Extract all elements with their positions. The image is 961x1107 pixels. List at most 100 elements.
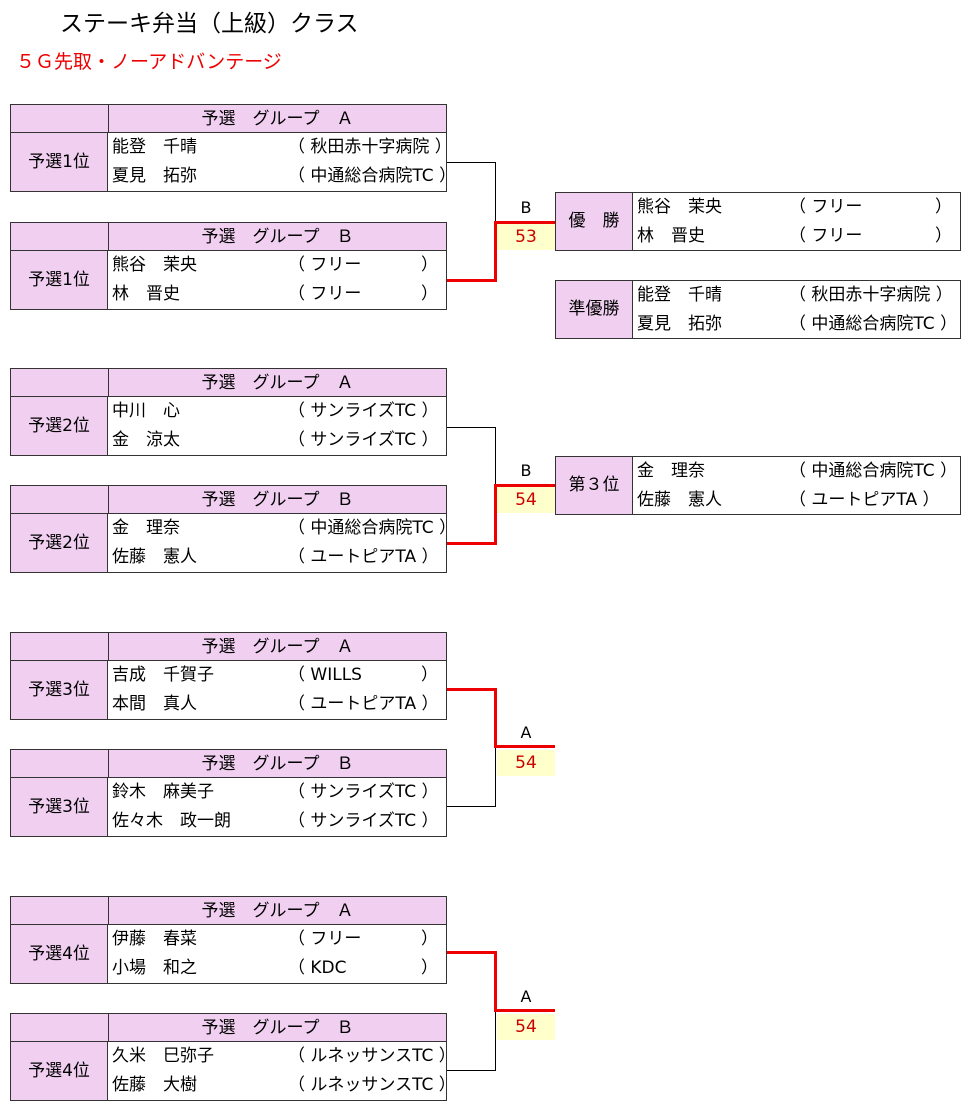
player-row: 夏見 拓弥 （ 中通総合病院TC ）: [633, 310, 960, 339]
player-affiliation: （ 中通総合病院TC ）: [789, 314, 958, 334]
player-affiliation: （ 秋田赤十字病院 ）: [789, 285, 953, 305]
result-runner-up: 準優勝 能登 千晴 （ 秋田赤十字病院 ） 夏見 拓弥 （ 中通総合病院TC ）: [555, 280, 961, 339]
group-header-label: 予選 グループ Ｂ: [108, 486, 446, 514]
bracket-line: [495, 162, 496, 224]
player-pair: 鈴木 麻美子 （ サンライズTC ） 佐々木 政一朗 （ サンライズTC ）: [107, 777, 447, 837]
rank-label: 予選4位: [10, 924, 108, 984]
rank-label: 予選2位: [10, 396, 108, 456]
winner-line: [447, 542, 497, 545]
player-row: 金 涼太（ サンライズTC ）: [108, 426, 446, 455]
player-pair: 金 理奈（ 中通総合病院TC ） 佐藤 憲人（ ユートピアTA ）: [107, 513, 456, 573]
player-row: 金 理奈 （ 中通総合病院TC ）: [633, 457, 960, 486]
affiliation-close: ）: [935, 226, 952, 246]
player-name: 本間 真人: [112, 694, 197, 714]
player-pair: 熊谷 茉央（ フリー） 林 晋史（ フリー）: [107, 250, 447, 310]
group-table-2-b: 予選 グループ Ｂ 予選2位 金 理奈（ 中通総合病院TC ） 佐藤 憲人（ ユ…: [10, 485, 456, 573]
player-affiliation: （ フリー: [288, 929, 362, 949]
player-name: 夏見 拓弥: [637, 314, 722, 334]
player-name: 佐藤 大樹: [112, 1075, 197, 1095]
result-label: 準優勝: [555, 280, 633, 339]
player-row: 林 晋史（ フリー）: [633, 222, 960, 251]
winner-line: [494, 485, 497, 545]
player-name: 佐々木 政一朗: [112, 811, 231, 831]
match-number: 54: [497, 1014, 555, 1040]
player-affiliation: （ ユートピアTA ）: [789, 490, 940, 510]
winner-line: [447, 279, 497, 282]
group-header-label: 予選 グループ Ａ: [108, 105, 446, 133]
player-row: 熊谷 茉央 （ フリー ）: [633, 193, 960, 222]
bracket-line: [495, 1012, 496, 1071]
player-row: 能登 千晴 （ 秋田赤十字病院 ）: [633, 281, 960, 310]
player-affiliation: （ ユートピアTA ）: [288, 694, 439, 714]
match-court-label: B: [520, 198, 532, 217]
player-affiliation: （ 秋田赤十字病院 ）: [288, 137, 452, 157]
player-affiliation: （ サンライズTC ）: [288, 782, 439, 802]
rank-label: 予選3位: [10, 777, 108, 837]
player-row: 熊谷 茉央（ フリー）: [108, 251, 446, 280]
player-row: 佐藤 大樹 （ ルネッサンスTC ）: [108, 1071, 456, 1100]
player-affiliation: （ サンライズTC ）: [288, 811, 439, 831]
player-affiliation: （ KDC: [288, 958, 347, 978]
affiliation-close: ）: [421, 665, 438, 685]
group-header-label: 予選 グループ Ａ: [108, 369, 446, 397]
result-third-place: 第３位 金 理奈 （ 中通総合病院TC ） 佐藤 憲人 （ ユートピアTA ）: [555, 456, 961, 515]
player-affiliation: （ フリー: [288, 255, 362, 275]
player-pair: 能登 千晴（ 秋田赤十字病院 ） 夏見 拓弥（ 中通総合病院TC ）: [107, 132, 456, 192]
player-name: 能登 千晴: [637, 285, 722, 305]
player-row: 中川 心（ サンライズTC ）: [108, 397, 446, 426]
player-affiliation: （ ユートピアTA ）: [288, 547, 439, 567]
player-name: 林 晋史: [637, 226, 705, 246]
group-header: 予選 グループ Ａ: [10, 896, 447, 925]
group-table-1-b: 予選 グループ Ｂ 予選1位 熊谷 茉央（ フリー） 林 晋史（ フリー）: [10, 222, 447, 310]
player-row: 久米 巳弥子 （ ルネッサンスTC ）: [108, 1042, 456, 1071]
group-header-label: 予選 グループ Ｂ: [108, 1014, 446, 1042]
result-label: 優 勝: [555, 192, 633, 251]
bracket-line: [447, 427, 496, 428]
bracket-line: [495, 748, 496, 807]
player-pair: 伊藤 春菜（ フリー） 小場 和之（ KDC）: [107, 924, 447, 984]
player-affiliation: （ ルネッサンスTC ）: [288, 1075, 456, 1095]
affiliation-close: ）: [421, 284, 438, 304]
player-affiliation: （ フリー: [789, 197, 863, 217]
player-row: 佐々木 政一朗 （ サンライズTC ）: [108, 807, 446, 836]
player-name: 鈴木 麻美子: [112, 782, 214, 802]
player-affiliation: （ ルネッサンスTC ）: [288, 1046, 456, 1066]
player-affiliation: （ 中通総合病院TC ）: [288, 166, 457, 186]
player-name: 金 涼太: [112, 430, 180, 450]
result-champion: 優 勝 熊谷 茉央 （ フリー ） 林 晋史（ フリー）: [555, 192, 961, 251]
group-table-3-b: 予選 グループ Ｂ 予選3位 鈴木 麻美子（ サンライズTC ） 佐々木 政一朗…: [10, 749, 447, 837]
player-row: 佐藤 憲人 （ ユートピアTA ）: [633, 486, 960, 515]
match-court-label: A: [520, 723, 532, 742]
winner-line: [494, 745, 555, 748]
bracket-line: [447, 1070, 496, 1071]
player-name: 佐藤 憲人: [637, 490, 722, 510]
player-name: 中川 心: [112, 401, 180, 421]
player-name: 熊谷 茉央: [637, 197, 722, 217]
player-row: 吉成 千賀子（ WILLS）: [108, 661, 446, 690]
player-row: 小場 和之（ KDC）: [108, 954, 446, 983]
player-row: 鈴木 麻美子 （ サンライズTC ）: [108, 778, 446, 807]
player-name: 能登 千晴: [112, 137, 197, 157]
match-court-label: B: [520, 461, 532, 480]
player-affiliation: （ 中通総合病院TC ）: [789, 461, 958, 481]
group-header: 予選 グループ Ｂ: [10, 1013, 447, 1042]
match-format-subtitle: ５Ｇ先取・ノーアドバンテージ: [16, 51, 282, 73]
winner-line: [494, 221, 555, 224]
player-affiliation: （ WILLS: [288, 665, 362, 685]
player-name: 金 理奈: [112, 518, 180, 538]
group-header: 予選 グループ Ａ: [10, 632, 447, 661]
player-row: 林 晋史（ フリー）: [108, 280, 446, 309]
player-pair: 久米 巳弥子 （ ルネッサンスTC ） 佐藤 大樹 （ ルネッサンスTC ）: [107, 1041, 456, 1101]
rank-label: 予選1位: [10, 250, 108, 310]
player-affiliation: （ 中通総合病院TC ）: [288, 518, 457, 538]
winner-line: [494, 222, 497, 282]
group-header-label: 予選 グループ Ａ: [108, 897, 446, 925]
player-name: 久米 巳弥子: [112, 1046, 214, 1066]
player-name: 金 理奈: [637, 461, 705, 481]
group-header: 予選 グループ Ｂ: [10, 222, 447, 251]
player-pair: 能登 千晴 （ 秋田赤十字病院 ） 夏見 拓弥 （ 中通総合病院TC ）: [632, 280, 961, 339]
result-label: 第３位: [555, 456, 633, 515]
affiliation-close: ）: [935, 197, 952, 217]
bracket-line: [447, 806, 496, 807]
winner-line: [494, 1009, 555, 1012]
